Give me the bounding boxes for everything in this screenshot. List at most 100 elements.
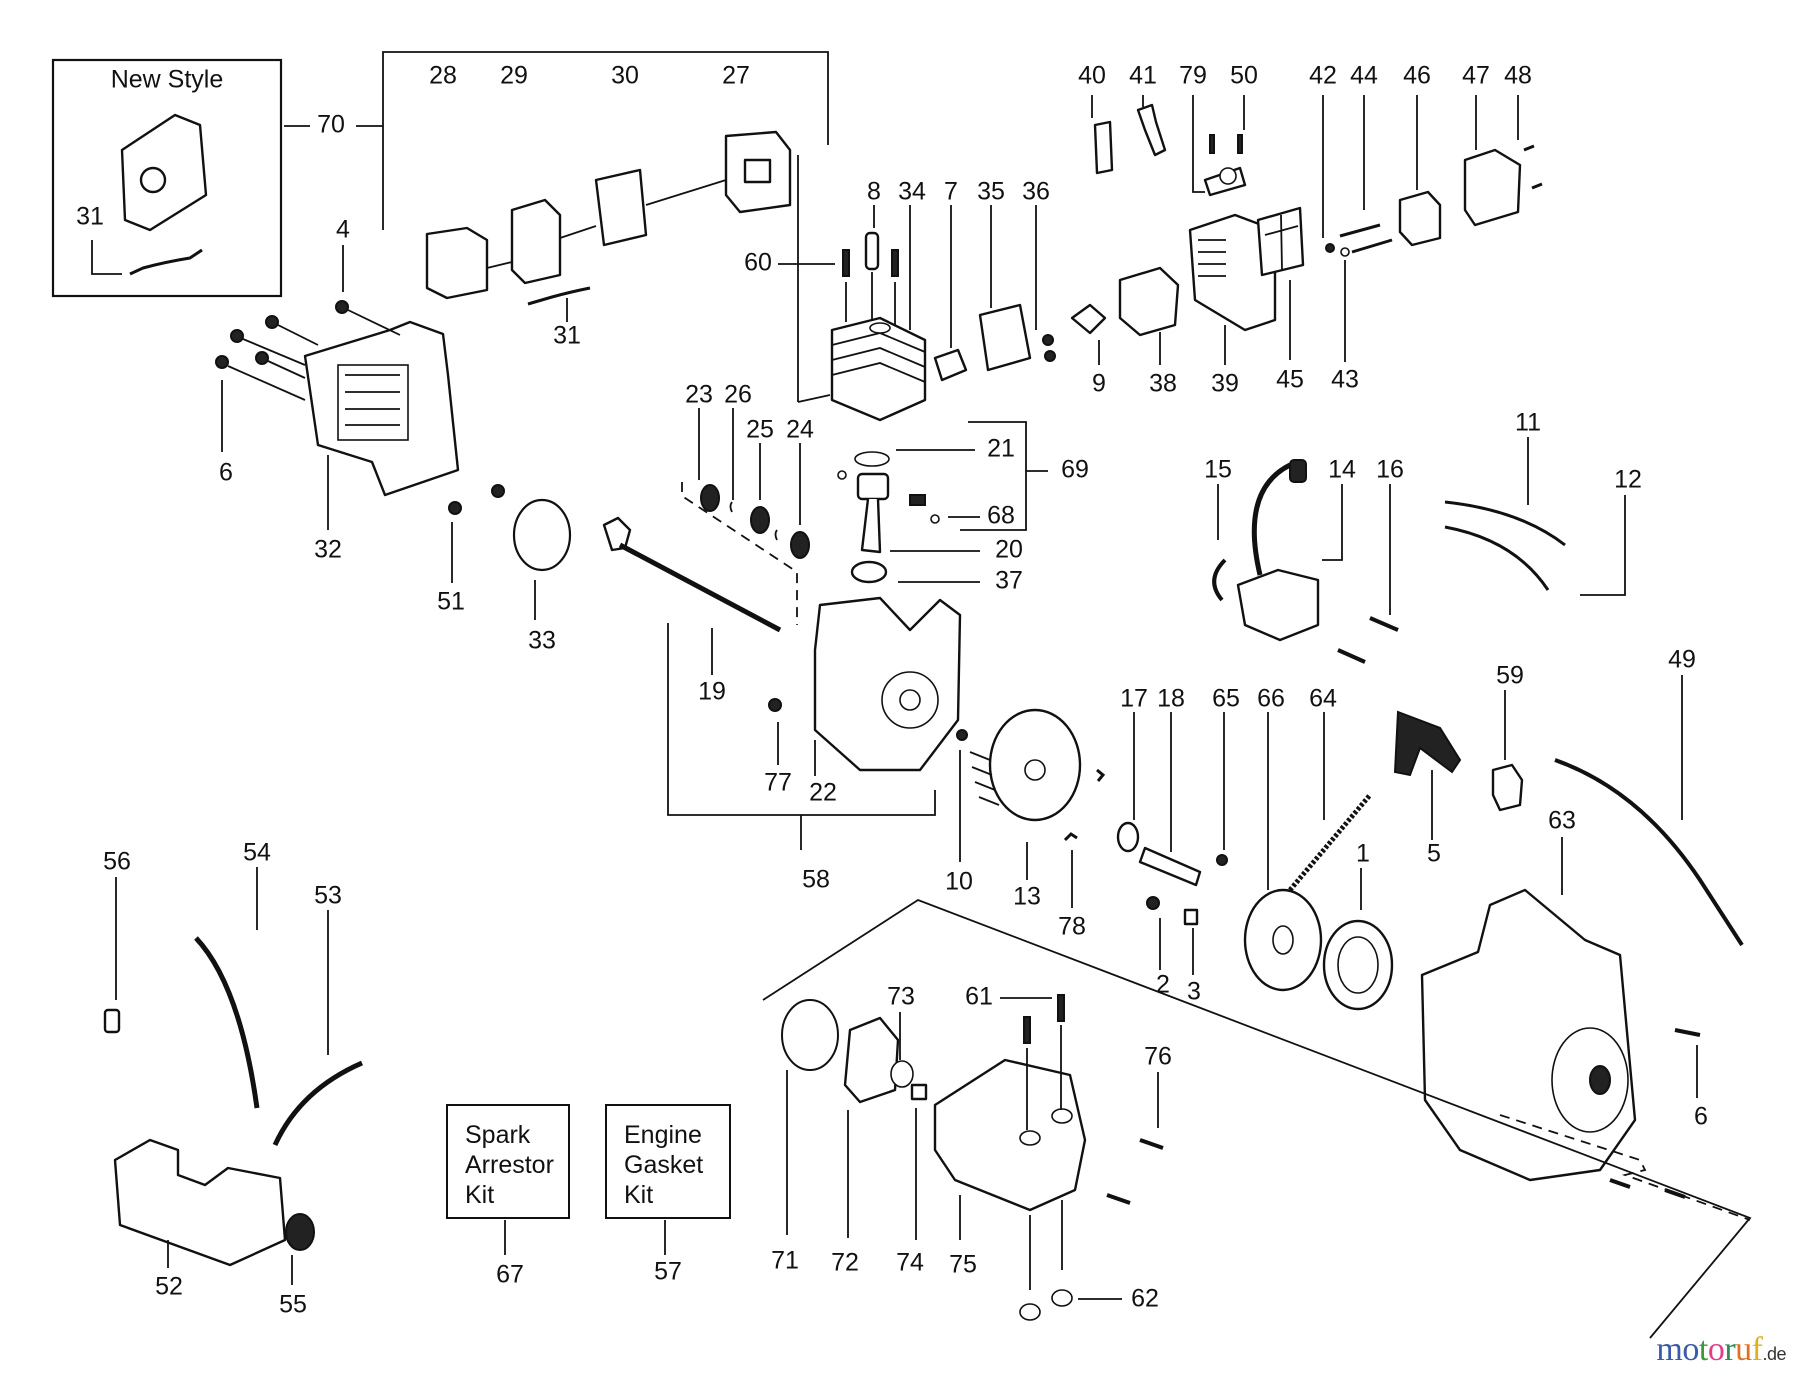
callout-6-muffler: 6 bbox=[219, 459, 233, 487]
part-44-screw bbox=[1339, 223, 1381, 238]
kit-spark-line-3: Kit bbox=[465, 1181, 494, 1209]
callout-65: 65 bbox=[1212, 685, 1240, 713]
callout-77: 77 bbox=[764, 769, 792, 797]
part-19-crankshaft bbox=[602, 516, 632, 552]
callout-62: 62 bbox=[1131, 1285, 1159, 1313]
part-30-gasket bbox=[594, 168, 648, 247]
part-59-switch bbox=[1491, 763, 1524, 812]
flywheel-group bbox=[969, 708, 1106, 908]
callout-30: 30 bbox=[611, 62, 639, 90]
part-9-gasket bbox=[1070, 303, 1107, 335]
callout-41: 41 bbox=[1129, 62, 1157, 90]
callout-74: 74 bbox=[896, 1249, 924, 1277]
part-11-wire bbox=[1444, 500, 1566, 547]
part-73-washer bbox=[890, 1060, 914, 1088]
kit-gasket-line-3: Kit bbox=[624, 1181, 653, 1209]
callout-9: 9 bbox=[1092, 370, 1106, 398]
inset-title: New Style bbox=[111, 66, 224, 94]
callout-33: 33 bbox=[528, 627, 556, 655]
watermark-letter: f bbox=[1751, 1331, 1763, 1368]
watermark-letters: motoruf bbox=[1656, 1331, 1763, 1368]
callout-23: 23 bbox=[685, 381, 713, 409]
callout-35: 35 bbox=[977, 178, 1005, 206]
callout-27: 27 bbox=[722, 62, 750, 90]
callout-3: 3 bbox=[1187, 978, 1201, 1006]
callout-54: 54 bbox=[243, 839, 271, 867]
callout-22: 22 bbox=[809, 779, 837, 807]
callout-6-housing: 6 bbox=[1694, 1103, 1708, 1131]
callout-60: 60 bbox=[744, 249, 772, 277]
callout-31: 31 bbox=[553, 322, 581, 350]
part-47-cover bbox=[1463, 148, 1522, 227]
watermark-letter: t bbox=[1698, 1331, 1708, 1368]
part-40-gasket bbox=[1093, 120, 1114, 175]
spring-31 bbox=[527, 286, 591, 306]
part-56-fuel-filter bbox=[103, 1008, 121, 1034]
part-29-filter-element bbox=[510, 198, 562, 285]
part-23-seal bbox=[700, 484, 720, 512]
watermark-letter: r bbox=[1724, 1331, 1736, 1368]
screw-6 bbox=[1674, 1028, 1701, 1037]
part-48-screw bbox=[1523, 144, 1535, 152]
callout-15: 15 bbox=[1204, 456, 1232, 484]
new-style-inset: New Style bbox=[51, 58, 283, 298]
part-10-key bbox=[956, 729, 968, 741]
callout-75: 75 bbox=[949, 1251, 977, 1279]
part-25-bearing bbox=[750, 506, 770, 534]
part-1-recoil-spring bbox=[1322, 919, 1394, 1011]
callout-19: 19 bbox=[698, 678, 726, 706]
part-71-plate bbox=[781, 999, 839, 1071]
callout-46: 46 bbox=[1403, 62, 1431, 90]
callout-55: 55 bbox=[279, 1291, 307, 1319]
callout-56: 56 bbox=[103, 848, 131, 876]
crankshaft-group bbox=[602, 408, 810, 675]
part-65-screw bbox=[1216, 854, 1228, 866]
callout-69: 69 bbox=[1061, 456, 1089, 484]
callout-36: 36 bbox=[1022, 178, 1050, 206]
screw-61 bbox=[1023, 1016, 1031, 1044]
part-5-handle bbox=[1393, 710, 1462, 777]
callout-12: 12 bbox=[1614, 466, 1642, 494]
part-20-connecting-rod bbox=[860, 498, 882, 554]
callout-70: 70 bbox=[317, 111, 345, 139]
starter-group bbox=[1116, 710, 1462, 1011]
callout-1: 1 bbox=[1356, 840, 1370, 868]
callout-49: 49 bbox=[1668, 646, 1696, 674]
air-filter-group bbox=[425, 130, 792, 322]
part-77-nut bbox=[768, 698, 782, 712]
part-3-pawl bbox=[1183, 908, 1199, 926]
screw-60-left bbox=[842, 249, 850, 277]
callout-43: 43 bbox=[1331, 366, 1359, 394]
part-78-spring bbox=[1063, 832, 1078, 842]
callout-21: 21 bbox=[987, 435, 1015, 463]
callout-24: 24 bbox=[786, 416, 814, 444]
callout-11: 11 bbox=[1515, 409, 1541, 437]
muffler-outlet bbox=[139, 166, 167, 194]
callout-8: 8 bbox=[867, 178, 881, 206]
screw-76 bbox=[1139, 1138, 1164, 1150]
part-39-air-filter-base bbox=[1188, 213, 1277, 332]
screw-4 bbox=[335, 300, 349, 314]
callout-50: 50 bbox=[1230, 62, 1258, 90]
part-16-screw bbox=[1369, 616, 1399, 632]
callout-26: 26 bbox=[724, 381, 752, 409]
piston-group bbox=[837, 421, 1048, 584]
piston bbox=[856, 472, 890, 501]
callout-4: 4 bbox=[336, 216, 350, 244]
callout-37: 37 bbox=[995, 567, 1023, 595]
watermark-letter: o bbox=[1682, 1331, 1699, 1368]
fuel-tank-group bbox=[103, 867, 363, 1285]
watermark-suffix: .de bbox=[1762, 1344, 1786, 1364]
nut-51 bbox=[448, 501, 462, 515]
spark-arrestor-kit: Spark Arrestor Kit bbox=[446, 1104, 570, 1255]
callout-labels: 70 28 29 30 27 31 31 4 6 32 51 33 60 8 3… bbox=[76, 62, 1708, 1319]
callout-42: 42 bbox=[1309, 62, 1337, 90]
callout-66: 66 bbox=[1257, 685, 1285, 713]
housing-group bbox=[1420, 675, 1751, 1221]
part-46-filter bbox=[1398, 190, 1442, 247]
engine-gasket-kit: Engine Gasket Kit bbox=[605, 1104, 731, 1255]
part-34-cylinder bbox=[830, 316, 927, 422]
callout-16: 16 bbox=[1376, 456, 1404, 484]
part-14-ignition-module bbox=[1236, 568, 1320, 642]
